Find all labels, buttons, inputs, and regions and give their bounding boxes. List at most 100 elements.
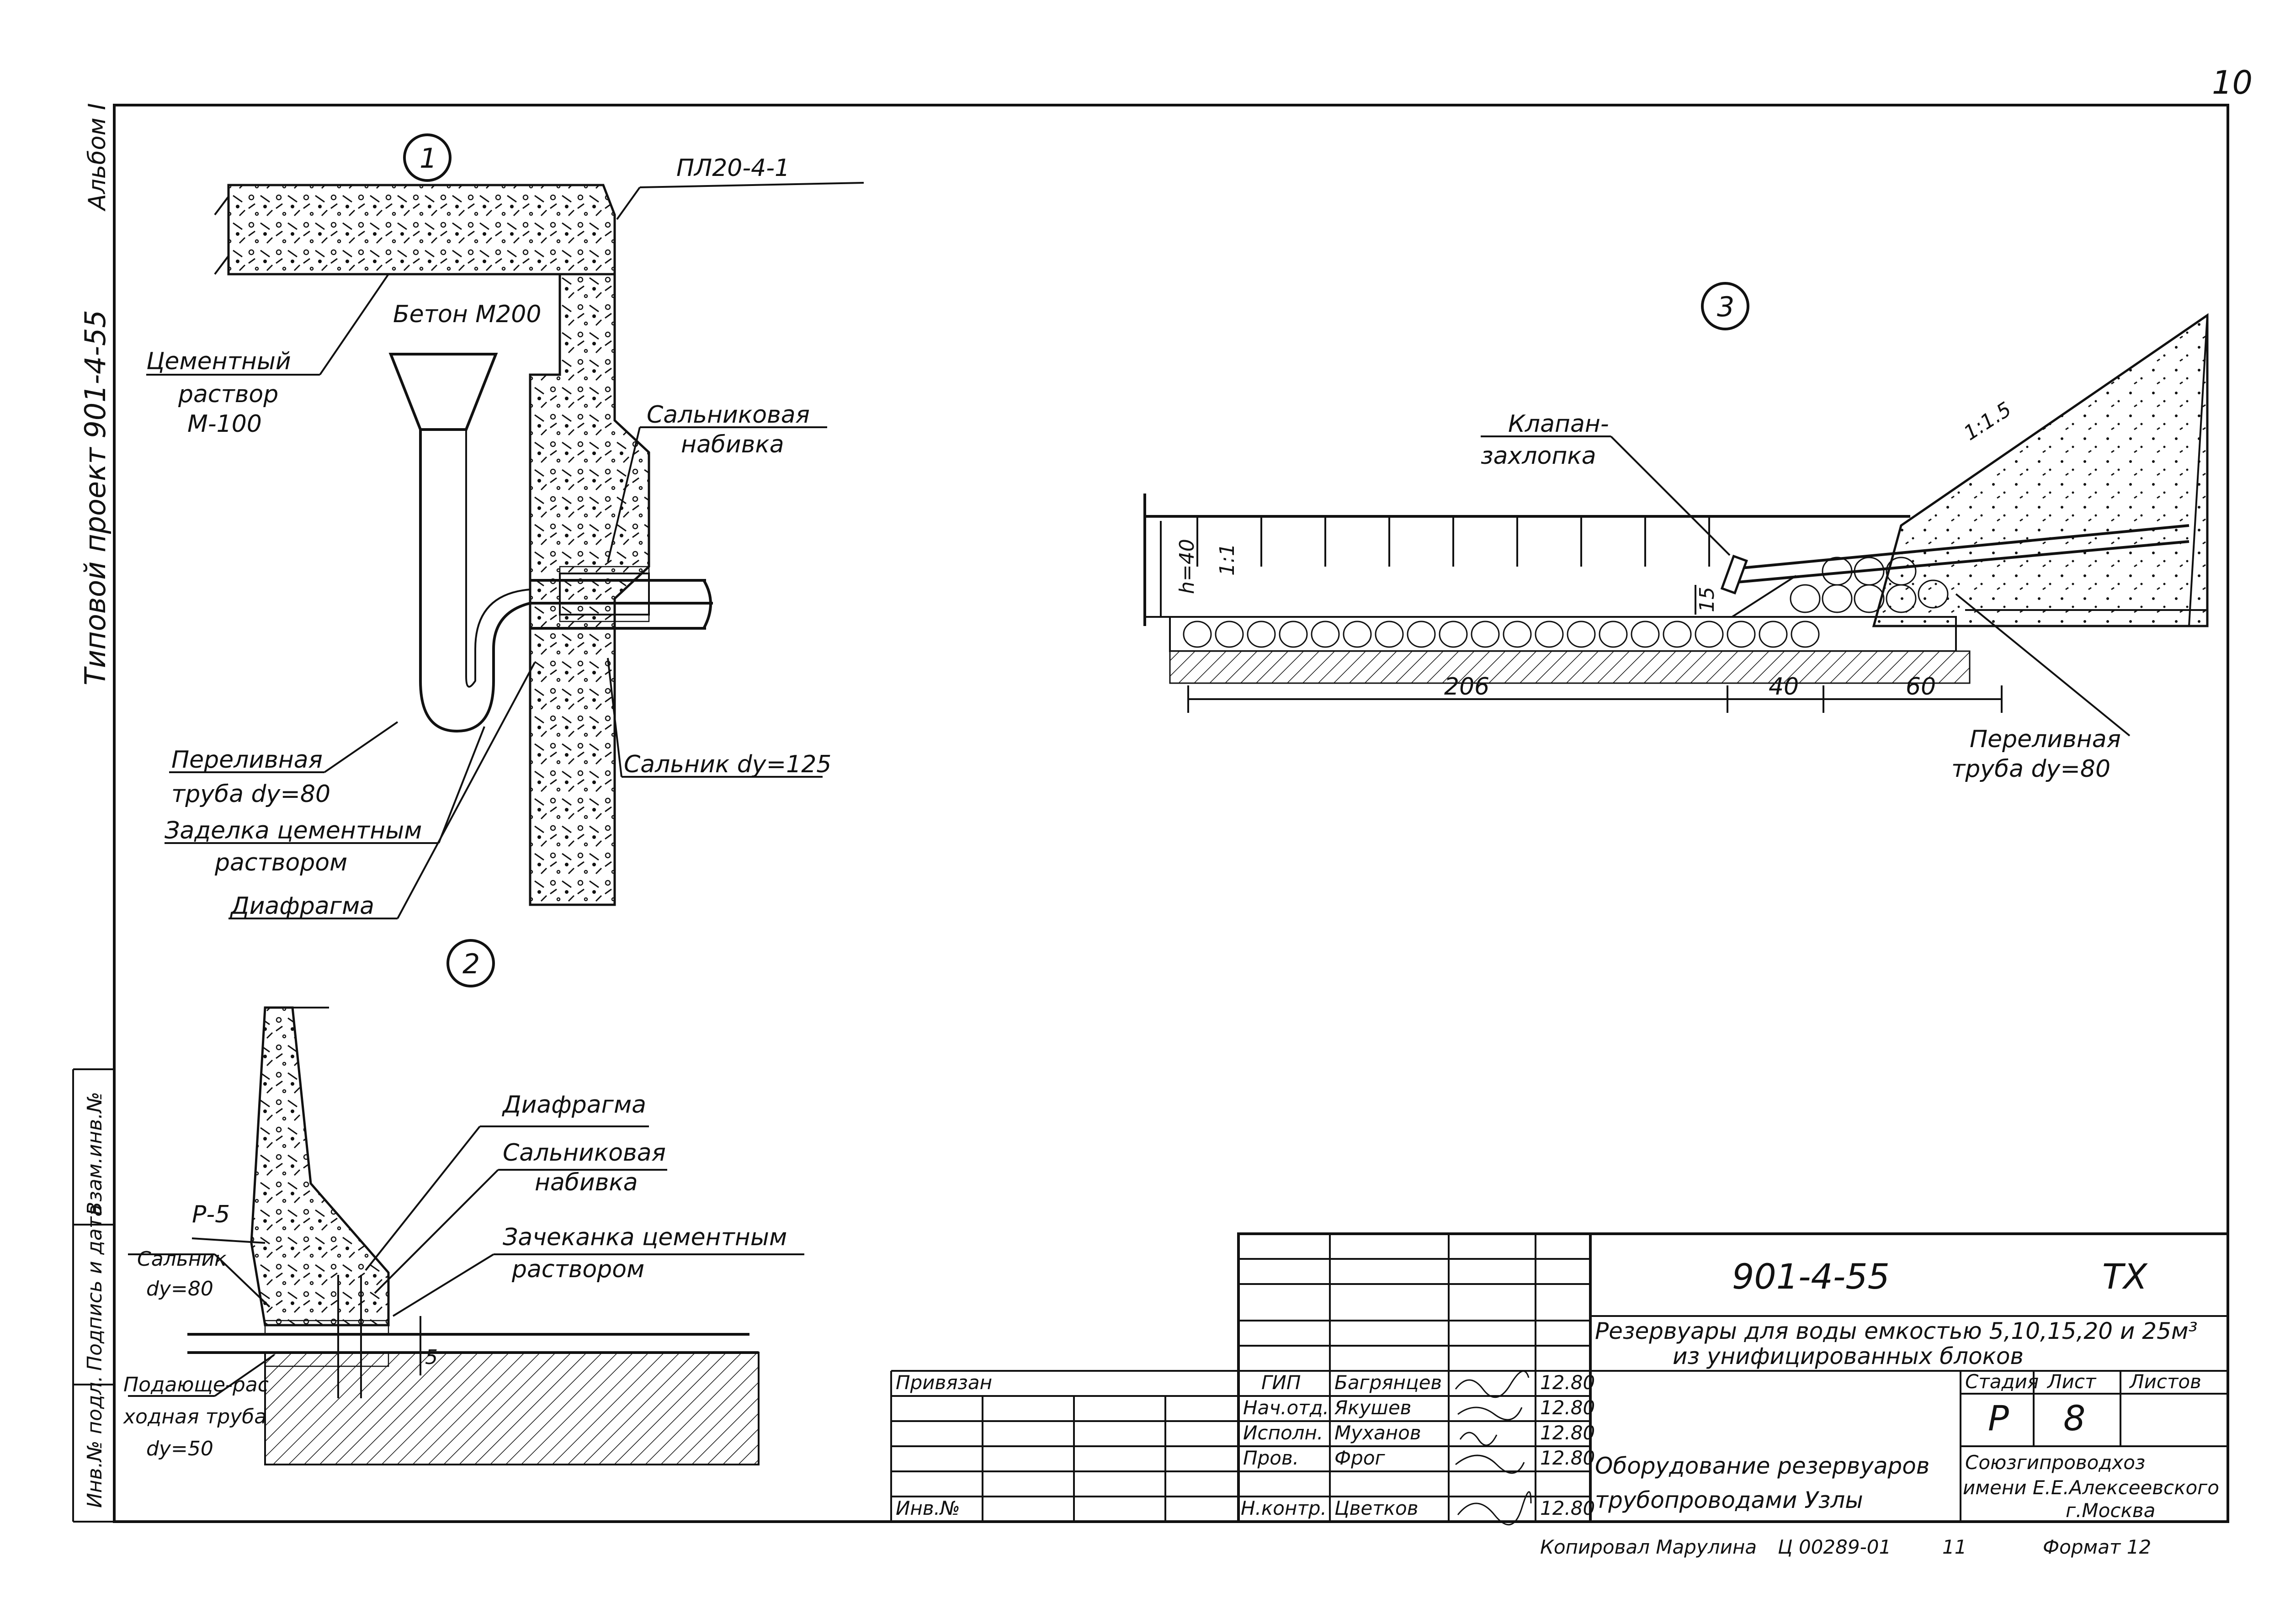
org-2: имени Е.Е.Алексеевского [1963, 1476, 2219, 1499]
side-album-label: Альбом I [84, 103, 111, 212]
page-number: 10 [2212, 64, 2253, 101]
project-title-2: из унифицированных блоков [1673, 1343, 2024, 1369]
staff-name-4: Цветков [1334, 1497, 1418, 1519]
staff-date-0: 12.80 [1540, 1371, 1595, 1394]
label-p5: Р-5 [192, 1201, 230, 1228]
sheet-title-2: трубопроводами Узлы [1595, 1487, 1863, 1513]
label-overflow-1: Переливная [171, 746, 323, 774]
label-seal-1: Заделка цементным [165, 817, 422, 844]
org-1: Союзгипроводхоз [1965, 1451, 2145, 1474]
overflow-pipe-3 [1732, 524, 2189, 570]
staff-name-1: Якушев [1334, 1396, 1411, 1419]
svg-text:2: 2 [462, 948, 480, 980]
detail-3-marker [1701, 282, 1749, 330]
svg-text:3: 3 [1717, 291, 1734, 323]
label-gland-2b: dу=80 [146, 1277, 213, 1300]
label-supply-1: Подающе-рас [123, 1373, 269, 1396]
label-supply-3: dу=50 [146, 1437, 213, 1460]
label-gland-2a: Сальник [137, 1247, 227, 1271]
staff-role-0: ГИП [1261, 1371, 1301, 1394]
embankment [1872, 313, 2209, 627]
bound-label: Привязан [896, 1371, 992, 1394]
staff-date-3: 12.80 [1540, 1447, 1595, 1469]
staff-role-3: Пров. [1243, 1447, 1299, 1469]
level-ticks [1196, 516, 1710, 567]
detail-1-marker [403, 133, 452, 182]
staff-name-0: Багрянцев [1334, 1371, 1442, 1394]
ground-strip [1169, 650, 1971, 684]
detail-3: 3 [1143, 282, 2209, 783]
label-supply-2: ходная труба [122, 1405, 266, 1428]
dim-40: 40 [1769, 673, 1799, 701]
roof-slab [227, 184, 616, 276]
dim-60: 60 [1906, 673, 1936, 701]
dim-206: 206 [1444, 673, 1489, 701]
staff-date-4: 12.80 [1540, 1497, 1595, 1519]
footer-num: 11 [1942, 1536, 1966, 1558]
stage-header: Стадия [1965, 1370, 2039, 1393]
staff-role-1: Нач.отд. [1243, 1396, 1329, 1419]
inv-label: Инв.№ [896, 1497, 960, 1519]
tank-wall-1 [529, 273, 650, 906]
doc-section: ТХ [2102, 1256, 2148, 1297]
label-packing-1: Сальниковая [647, 401, 810, 429]
project-title-1: Резервуары для воды емкостью 5,10,15,20 … [1595, 1318, 2198, 1344]
side-box-replace: Взам.инв.№ [83, 1092, 106, 1215]
staff-date-1: 12.80 [1540, 1396, 1595, 1419]
footer-code: Ц 00289-01 [1778, 1536, 1891, 1558]
label-packing-2b: набивка [535, 1169, 638, 1196]
gravel-stones [1183, 557, 1949, 648]
label-gland: Сальник dу=125 [624, 751, 831, 778]
detail-1: 1 ПЛ20-4-1 Бетон М200 Цеме [146, 133, 864, 920]
label-overflow-3b: труба dу=80 [1951, 755, 2110, 783]
staff-name-2: Муханов [1334, 1422, 1421, 1444]
label-slab: ПЛ20-4-1 [676, 154, 790, 182]
label-valve-2: захлопка [1481, 442, 1596, 470]
signature-marks [1455, 1370, 1532, 1526]
sheet-header: Лист [2046, 1370, 2097, 1393]
sheet-no-value: 8 [2063, 1398, 2085, 1438]
label-caulk-2: раствором [511, 1256, 644, 1283]
overflow-pipe-1 [419, 430, 713, 733]
dim-15: 15 [1695, 587, 1719, 612]
label-diaphragm: Диафрагма [230, 892, 374, 920]
detail-2: 2 5 Диафрагма Сальниковая набивка Зачека… [122, 939, 804, 1465]
side-project-label: Типовой проект 901-4-55 [79, 310, 112, 685]
label-slope: 1:1.5 [1960, 398, 2015, 445]
label-h: h=40 [1175, 539, 1199, 594]
doc-code: 901-4-55 [1732, 1256, 1890, 1297]
tank-wall-2 [250, 1006, 390, 1327]
title-block: 901-4-55 ТХ Резервуары для воды емкостью… [890, 1232, 2229, 1526]
label-slope-left: 1:1 [1216, 543, 1239, 576]
label-mortar-1: Цементный [146, 348, 291, 375]
side-box-inv: Инв.№ подл. [83, 1375, 106, 1508]
staff-date-2: 12.80 [1540, 1422, 1595, 1444]
sheet-title-1: Оборудование резервуаров [1595, 1453, 1929, 1479]
detail-2-marker [446, 939, 495, 987]
label-packing-2a: Сальниковая [503, 1139, 666, 1167]
label-valve-1: Клапан- [1508, 410, 1609, 438]
footer-format: Формат 12 [2043, 1536, 2151, 1558]
dim-gap: 5 [425, 1346, 438, 1369]
staff-name-3: Фрог [1334, 1447, 1386, 1469]
overflow-funnel [388, 353, 498, 431]
flap-valve [1720, 554, 1748, 595]
label-overflow-2: труба dу=80 [171, 780, 330, 808]
org-3: г.Москва [2066, 1499, 2155, 1522]
side-box-sign: Подпись и дата [83, 1205, 106, 1371]
sheets-header: Листов [2129, 1370, 2201, 1393]
footer-copied: Копировал Марулина [1540, 1536, 1757, 1558]
label-diaphragm-2: Диафрагма [502, 1091, 646, 1119]
label-concrete: Бетон М200 [393, 301, 541, 328]
svg-text:1: 1 [420, 143, 437, 175]
label-mortar-2: раствор [178, 381, 278, 408]
stage-value: Р [1988, 1398, 2009, 1438]
staff-role-4: Н.контр. [1241, 1497, 1327, 1519]
label-caulk-1: Зачеканка цементным [503, 1224, 787, 1251]
label-seal-2: раствором [214, 849, 347, 876]
label-packing-2: набивка [681, 431, 784, 458]
label-overflow-3a: Переливная [1970, 726, 2121, 753]
staff-role-2: Исполн. [1243, 1422, 1323, 1444]
